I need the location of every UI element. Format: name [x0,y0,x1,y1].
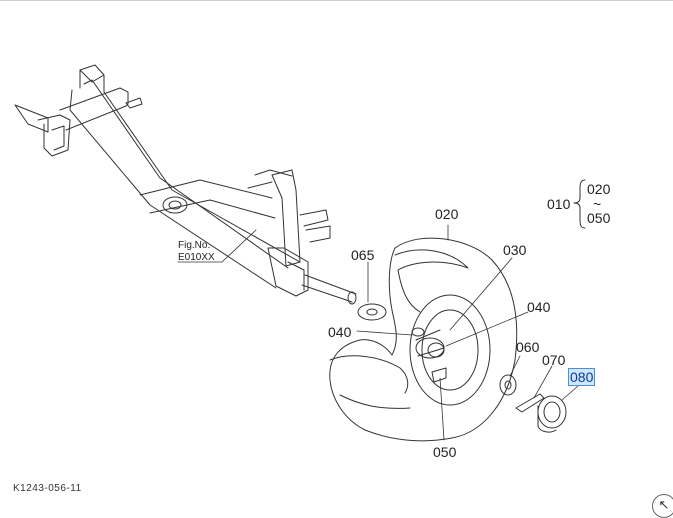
expand-arrow-icon[interactable]: ↖ [652,494,673,518]
callout-030[interactable]: 030 [503,242,527,258]
fig-no-label: Fig.No. [178,240,211,251]
callout-065[interactable]: 065 [351,247,375,263]
callout-060[interactable]: 060 [516,339,540,355]
drawing-code: K1243-056-11 [13,483,82,494]
top-rule [0,0,673,1]
range-from: 020 [587,181,611,197]
callout-050[interactable]: 050 [433,444,457,460]
washer-060 [499,374,517,396]
callout-080-selected[interactable]: 080 [568,368,596,386]
range-to: 050 [587,210,611,226]
washer-065 [357,303,387,321]
cap-080 [537,395,567,433]
callout-070[interactable]: 070 [542,352,566,368]
pin-070 [515,393,545,413]
callout-020[interactable]: 020 [435,206,459,222]
frame-arm [14,64,357,305]
range-parent: 010 [547,196,571,212]
fig-no-value: E010XX [178,252,215,263]
range-brace [573,179,586,229]
callout-040-left[interactable]: 040 [328,324,352,340]
callout-040-right[interactable]: 040 [527,299,551,315]
wheel-assembly [329,237,518,442]
range-tilde: ~ [593,196,602,212]
